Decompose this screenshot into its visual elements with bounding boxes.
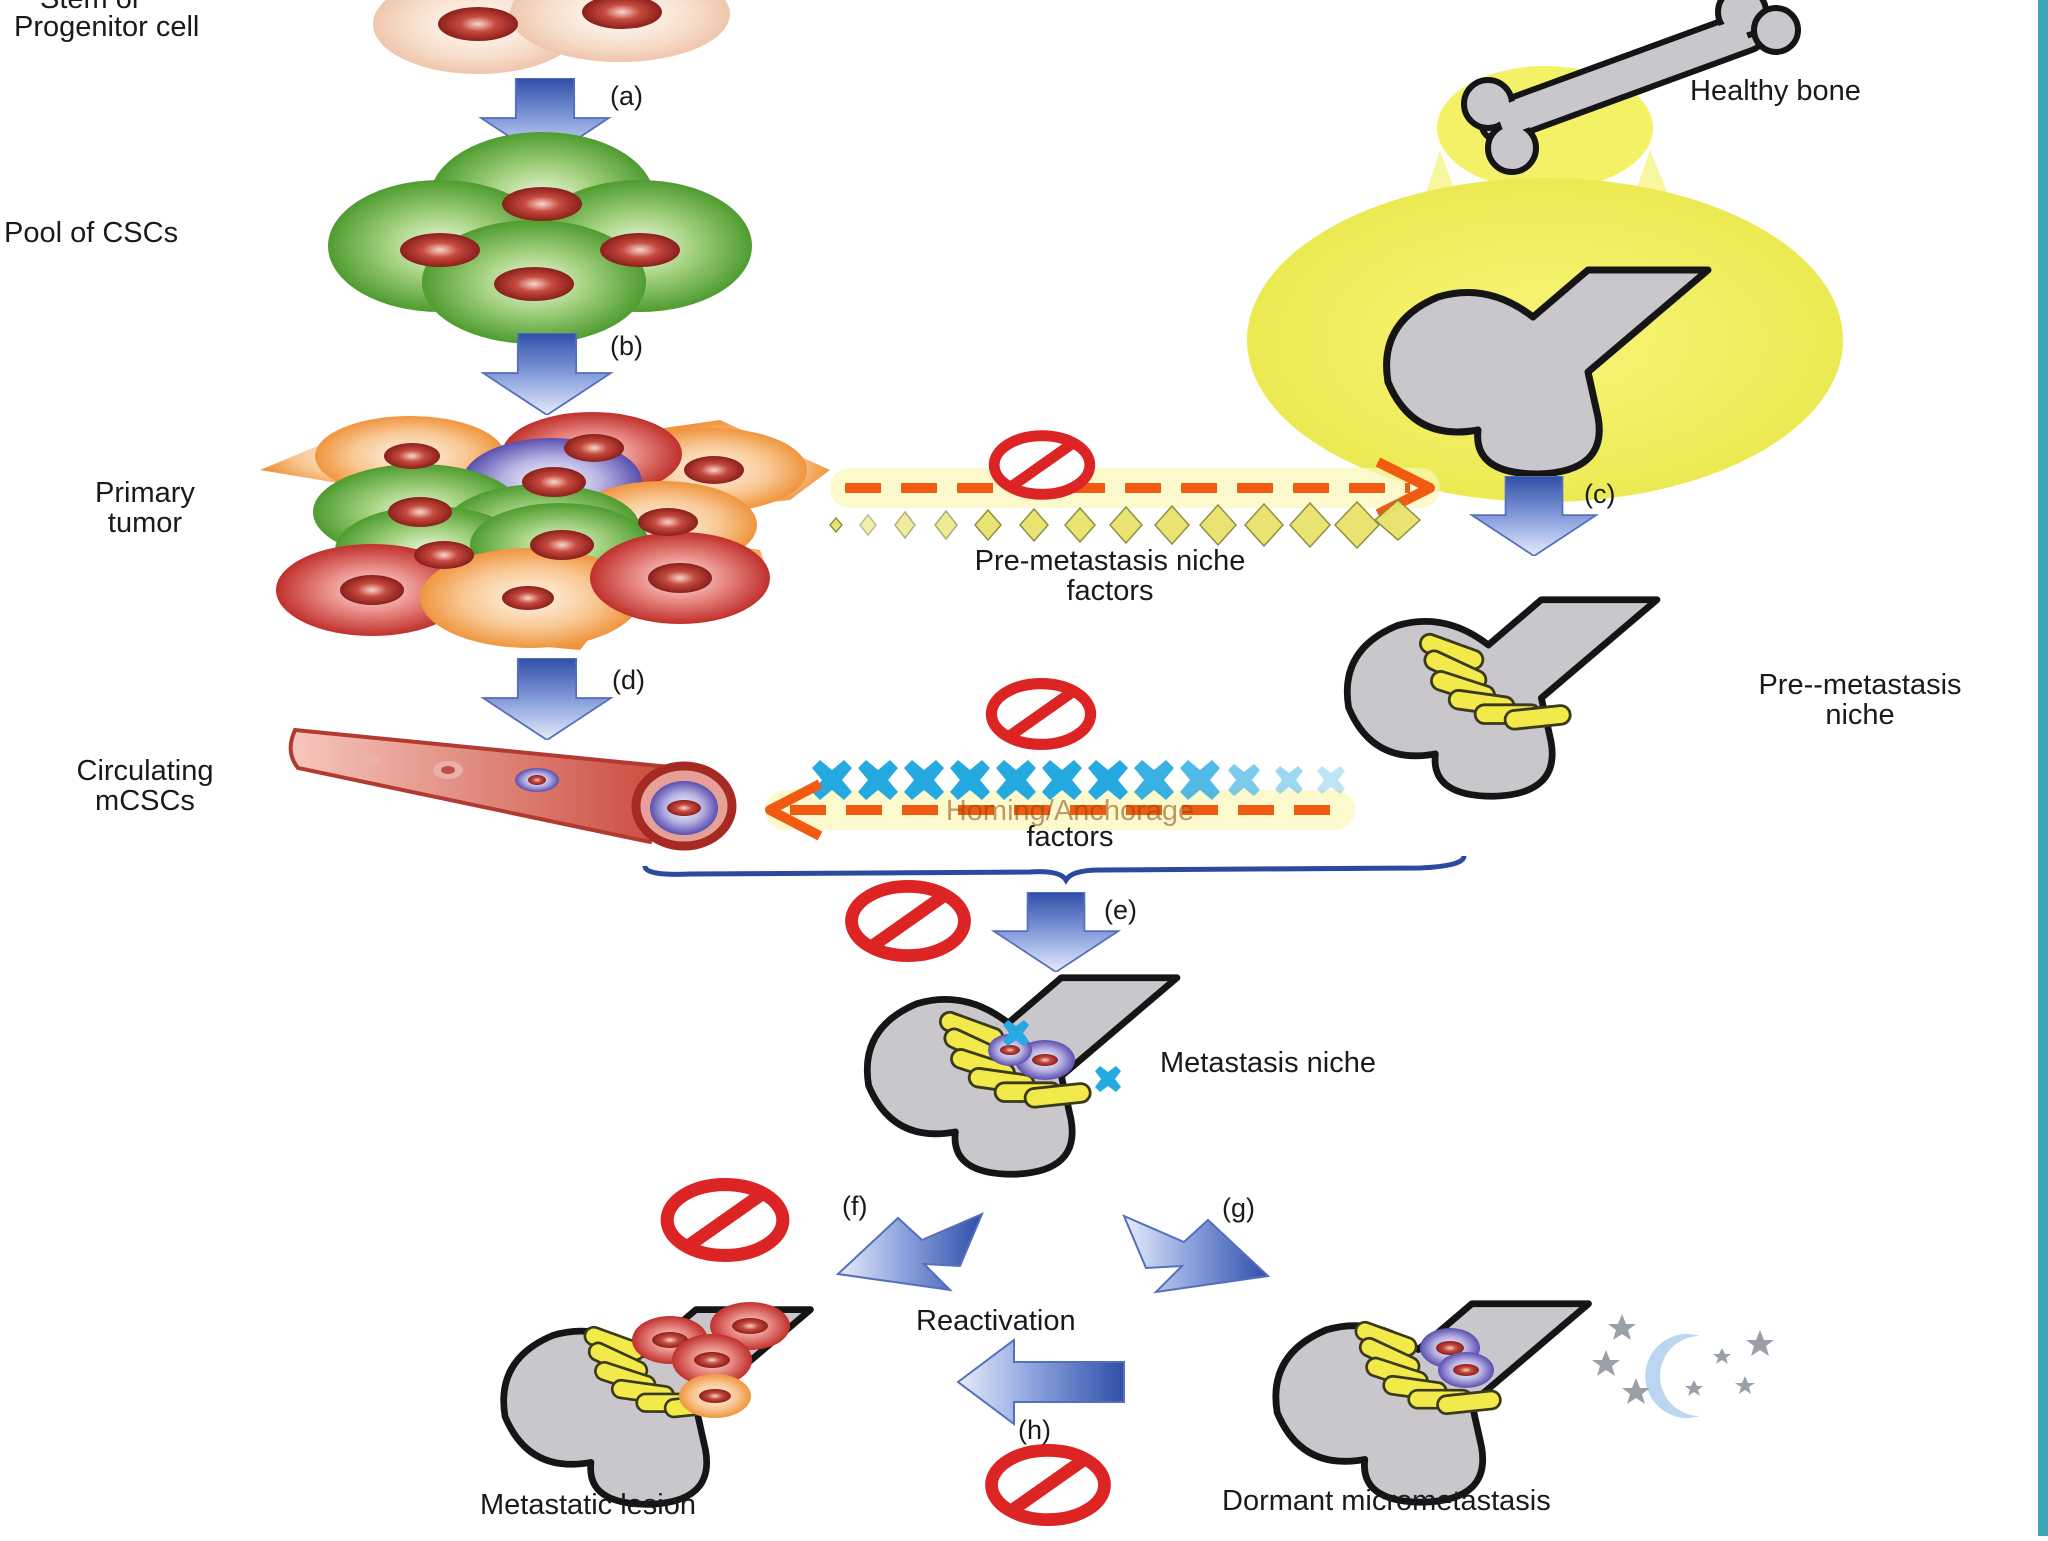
primary-tumor-label-line2: tumor [107, 507, 183, 539]
right-edge-bar [2038, 0, 2048, 1536]
pool-of-cscs [328, 132, 752, 344]
inhibition-icon [991, 684, 1090, 745]
step-e: (e) [1104, 895, 1137, 925]
blood-vessel [288, 727, 737, 851]
healthy-bone [1247, 0, 1843, 502]
pre-metastasis-niche-label-line1: Pre--metastasis [1758, 669, 1962, 701]
inhibition-icon [994, 436, 1090, 495]
homing-factor-signal [765, 760, 1355, 841]
step-b: (b) [610, 331, 643, 361]
homing-factors-label-line1: Homing/Anchorage [945, 795, 1195, 827]
inhibition-icon [852, 886, 965, 955]
dormant-micrometastasis-label: Dormant micrometastasis [1222, 1485, 1551, 1517]
step-h: (h) [1018, 1415, 1051, 1445]
stem-progenitor-cells [373, 0, 730, 74]
healthy-bone-label: Healthy bone [1690, 75, 1861, 107]
homing-factor-crosses [812, 760, 1345, 800]
moon-icon [1645, 1334, 1700, 1418]
pre-metastasis-factor-signal [829, 457, 1440, 550]
arrow-b [482, 333, 612, 415]
step-c: (c) [1584, 479, 1616, 509]
metastasis-niche-label: Metastasis niche [1160, 1047, 1376, 1079]
dormant-micrometastasis-bone [1276, 1304, 1589, 1502]
metastatic-lesion-label: Metastatic lesion [480, 1489, 696, 1521]
pool-of-cscs-label: Pool of CSCs [4, 217, 179, 249]
star-icon [1592, 1314, 1774, 1404]
arrow-e [992, 892, 1120, 972]
primary-tumor-label-line1: Primary [95, 477, 195, 509]
primary-tumor [260, 412, 830, 650]
bone-icon [1461, 0, 1801, 175]
arrow-f [835, 1212, 984, 1292]
pre-metastasis-niche-bone [1347, 600, 1657, 797]
stem-cell-label-line2: Progenitor cell [14, 11, 200, 43]
circulating-label-line2: mCSCs [95, 785, 195, 817]
factor-stars [829, 498, 1422, 550]
pre-metastasis-niche-label-line2: niche [1825, 699, 1895, 731]
inhibition-icon [992, 1450, 1105, 1519]
brace [642, 855, 1467, 885]
metastasis-niche-bone [867, 978, 1177, 1175]
arrow-g [1122, 1214, 1271, 1294]
stem-cell-label-line1: Stem or [40, 0, 142, 14]
reactivation-label: Reactivation [916, 1305, 1076, 1337]
arrow-d [482, 658, 612, 740]
step-a: (a) [610, 81, 643, 111]
homing-factors-label-line2: factors [1026, 821, 1114, 853]
arrow-h [956, 1338, 1125, 1426]
step-g: (g) [1222, 1193, 1255, 1223]
step-f: (f) [842, 1191, 868, 1221]
circulating-label-line1: Circulating [76, 755, 214, 787]
inhibition-icon [667, 1185, 783, 1256]
step-d: (d) [612, 665, 645, 695]
pre-metastasis-factors-label-line1: Pre-metastasis niche [974, 545, 1246, 577]
metastatic-lesion-bone [504, 1302, 811, 1504]
pre-metastasis-factors-label-line2: factors [1066, 575, 1154, 607]
